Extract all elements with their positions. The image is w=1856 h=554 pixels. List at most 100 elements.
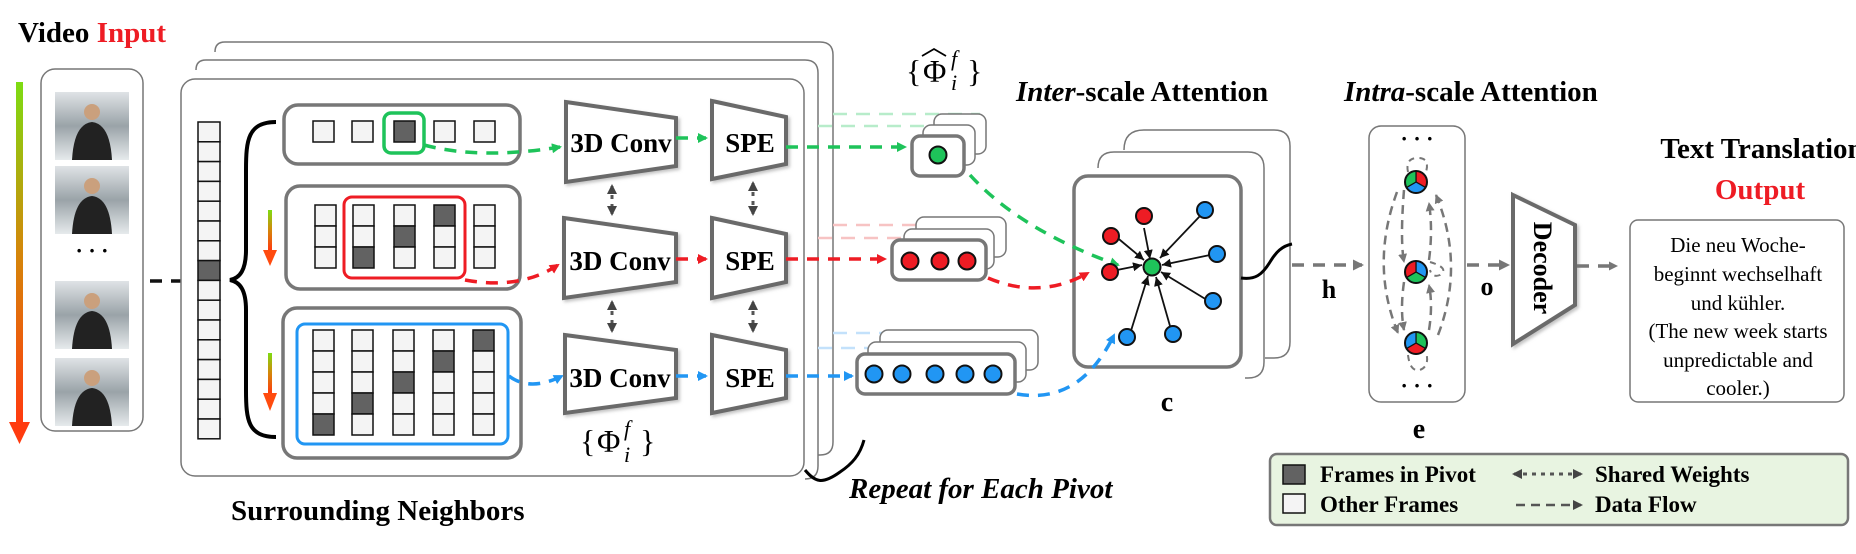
frames-ellipsis: · · · — [75, 238, 108, 263]
pivot-frame — [472, 329, 495, 352]
legend-shared-weights: Shared Weights — [1595, 462, 1749, 487]
frame — [352, 225, 375, 248]
svg-text:}: } — [640, 423, 655, 459]
pivot-window-green — [382, 111, 426, 155]
frame — [197, 200, 221, 222]
var-e: e — [1413, 414, 1425, 445]
pivot-frame — [432, 350, 455, 373]
svg-text:und kühler.: und kühler. — [1691, 291, 1786, 315]
intra-ellipsis-bottom: · · · — [1400, 373, 1433, 398]
pivot-frame — [352, 246, 375, 269]
conv3d-module: 3D Conv — [562, 215, 678, 301]
attention-graph — [1101, 201, 1226, 346]
svg-text:3D Conv: 3D Conv — [569, 246, 671, 276]
frame — [432, 392, 455, 415]
phi-label: { Φ f i } — [580, 416, 655, 467]
frame — [433, 120, 456, 143]
video-frame — [55, 281, 129, 349]
frame — [197, 358, 221, 381]
svg-text:SPE: SPE — [725, 363, 775, 393]
frame — [472, 392, 495, 415]
frame — [197, 220, 221, 242]
legend-data-flow: Data Flow — [1595, 492, 1697, 517]
fused-node — [1404, 170, 1428, 194]
pivot-window-red — [342, 195, 467, 280]
var-h: h — [1322, 275, 1337, 304]
frame — [197, 299, 221, 321]
svg-text:f: f — [951, 46, 960, 71]
decoder-module: Decoder — [1511, 191, 1577, 348]
pivot-frame — [393, 225, 416, 248]
frame — [472, 413, 495, 436]
frame — [312, 371, 335, 394]
frame — [351, 350, 374, 373]
svg-text:3D Conv: 3D Conv — [569, 363, 671, 393]
pivot-frame-swatch — [1282, 464, 1306, 485]
frame — [197, 279, 221, 301]
frame — [473, 120, 496, 143]
var-o: o — [1481, 272, 1494, 301]
intra-ellipsis-top: · · · — [1400, 126, 1433, 151]
svg-text:Φ: Φ — [597, 423, 620, 459]
svg-text:Die neu Woche-: Die neu Woche- — [1670, 233, 1806, 257]
frame — [392, 329, 415, 352]
time-arrow — [9, 82, 30, 444]
svg-text:3D Conv: 3D Conv — [570, 128, 672, 158]
frame — [312, 350, 335, 373]
frame — [314, 225, 337, 248]
frame — [197, 121, 221, 143]
scale-3-frames — [314, 204, 496, 269]
svg-text:cooler.): cooler.) — [1706, 376, 1770, 400]
var-c: c — [1161, 387, 1173, 418]
svg-text:unpredictable and: unpredictable and — [1663, 348, 1813, 372]
spe-module: SPE — [710, 98, 788, 182]
pivot-frame — [197, 259, 221, 282]
frame — [351, 371, 374, 394]
frame — [314, 204, 337, 227]
spe-module: SPE — [710, 332, 788, 416]
time-arrow-small — [263, 353, 277, 411]
repeat-for-each-pivot-label: Repeat for Each Pivot — [848, 473, 1113, 505]
inter-scale-brace — [1240, 242, 1293, 280]
fused-node — [1404, 331, 1428, 355]
frame — [432, 413, 455, 436]
frame — [197, 180, 221, 202]
frame — [392, 350, 415, 373]
scale-1-frames — [312, 120, 496, 143]
fused-node — [1404, 260, 1428, 284]
time-arrow-small — [263, 210, 277, 266]
video-frame — [55, 358, 129, 426]
frame — [432, 329, 455, 352]
frame — [314, 246, 337, 269]
frame — [312, 120, 335, 143]
frame — [352, 204, 375, 227]
frame — [351, 329, 374, 352]
svg-text:{: { — [906, 53, 921, 89]
output-text: Die neu Woche- beginnt wechselhaft und k… — [1648, 233, 1827, 400]
legend-frames-in-pivot: Frames in Pivot — [1320, 462, 1476, 487]
frame — [473, 246, 496, 269]
frame — [197, 418, 221, 440]
video-input-title: Video Input — [18, 17, 166, 49]
frame — [312, 392, 335, 415]
svg-text:Φ: Φ — [923, 53, 946, 89]
pivot-frame — [433, 204, 456, 227]
neighbor-brace — [229, 120, 277, 439]
frame — [392, 413, 415, 436]
frame — [432, 371, 455, 394]
phi-hat-label: { Φ f i } — [906, 46, 982, 95]
other-frame-swatch — [1282, 493, 1306, 514]
pivot-frame — [392, 371, 415, 394]
frame — [433, 246, 456, 269]
legend: Frames in Pivot Other Frames Shared Weig… — [1268, 452, 1850, 527]
frame — [393, 204, 416, 227]
pivot-frame — [312, 413, 335, 436]
video-frame — [55, 92, 129, 160]
svg-text:SPE: SPE — [725, 246, 775, 276]
frame-sequence — [197, 121, 221, 440]
frame — [473, 204, 496, 227]
frame — [392, 392, 415, 415]
legend-other-frames: Other Frames — [1320, 492, 1458, 517]
svg-text:i: i — [624, 442, 630, 467]
